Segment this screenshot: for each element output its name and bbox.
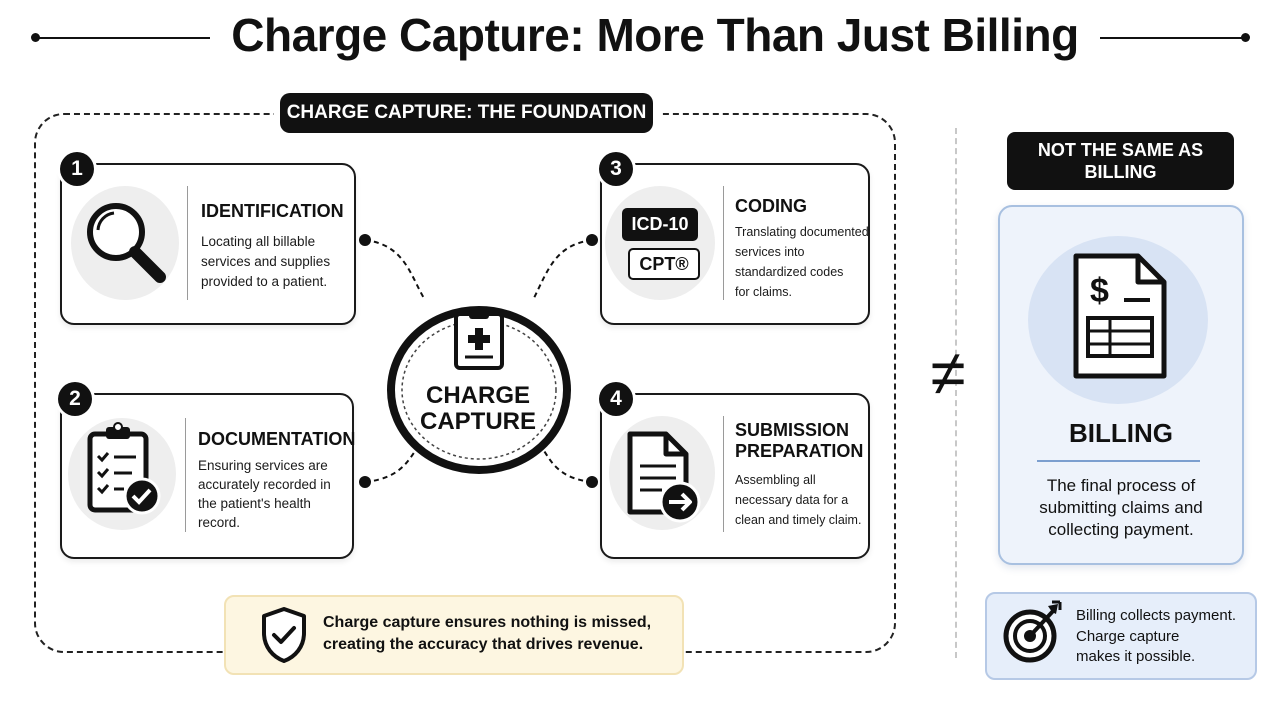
coding-desc-line: standardized codes xyxy=(735,265,844,279)
step-badge-4: 4 xyxy=(599,382,633,416)
bottom-note-text: Charge capture ensures nothing is missed… xyxy=(323,612,683,656)
identification-divider xyxy=(187,186,188,300)
coding-title: CODING xyxy=(735,196,807,216)
step-badge-1: 1 xyxy=(60,152,94,186)
coding-desc-line: for claims. xyxy=(735,285,792,299)
not-equal-symbol: ≠ xyxy=(930,337,966,409)
documentation-desc-line: record. xyxy=(198,515,241,530)
not-same-as-billing-label: NOT THE SAME AS BILLING xyxy=(1007,132,1234,190)
submission-title-line: SUBMISSION xyxy=(735,420,850,440)
charge-capture-label-line: CHARGE xyxy=(425,382,530,409)
coding-divider xyxy=(723,186,724,300)
billing-desc-line: submitting claims and xyxy=(1039,498,1203,517)
connector-identification xyxy=(364,239,426,301)
cpt-tag: CPT® xyxy=(628,248,700,280)
documentation-desc-line: the patient's health xyxy=(198,496,311,511)
billing-desc-line: collecting payment. xyxy=(1048,520,1194,539)
identification-desc-line: Locating all billable xyxy=(201,234,316,249)
bottom-note-line: Charge capture ensures nothing is missed… xyxy=(323,614,652,631)
submission-desc-line: clean and timely claim. xyxy=(735,513,862,527)
billing-note-line: makes it possible. xyxy=(1076,648,1196,665)
charge-capture-label: CHARGE CAPTURE xyxy=(395,383,561,435)
identification-desc-line: services and supplies xyxy=(201,254,331,269)
connector-dot-documentation xyxy=(359,476,371,488)
bottom-note-line: creating the accuracy that drives revenu… xyxy=(323,636,644,653)
billing-rule xyxy=(1037,460,1200,462)
foundation-label: CHARGE CAPTURE: THE FOUNDATION xyxy=(280,93,653,133)
documentation-divider xyxy=(185,418,186,532)
target-arrow-icon xyxy=(1003,600,1062,663)
connector-dot-identification xyxy=(359,234,371,246)
not-same-label-line: NOT THE SAME AS xyxy=(1037,140,1204,160)
billing-note-text: Billing collects payment. Charge capture… xyxy=(1076,606,1252,668)
icd10-tag: ICD-10 xyxy=(622,208,698,241)
vertical-divider xyxy=(955,128,957,658)
not-same-label-line: BILLING xyxy=(1084,162,1157,182)
documentation-desc-line: accurately recorded in xyxy=(198,477,331,492)
documentation-description: Ensuring services are accurately recorde… xyxy=(198,456,348,532)
title-rule-right xyxy=(1100,37,1246,39)
documentation-desc-line: Ensuring services are xyxy=(198,458,328,473)
step-badge-2: 2 xyxy=(58,382,92,416)
submission-title-line: PREPARATION xyxy=(735,441,864,461)
submission-description: Assembling all necessary data for a clea… xyxy=(735,470,869,530)
connector-dot-coding xyxy=(586,234,598,246)
step-badge-3: 3 xyxy=(599,152,633,186)
coding-desc-line: services into xyxy=(735,245,805,259)
medical-clipboard-icon xyxy=(454,309,504,370)
invoice-dollar-icon: $ xyxy=(1073,253,1167,379)
magnifying-glass-icon xyxy=(87,203,166,283)
connector-coding xyxy=(532,239,593,301)
identification-description: Locating all billable services and suppl… xyxy=(201,232,351,292)
billing-description: The final process of submitting claims a… xyxy=(1010,475,1232,541)
svg-text:$: $ xyxy=(1090,272,1109,310)
coding-icon-bg xyxy=(605,186,715,300)
page-title: Charge Capture: More Than Just Billing xyxy=(231,9,1079,61)
document-arrow-icon xyxy=(627,431,701,523)
billing-note-line: Charge capture xyxy=(1076,627,1180,645)
submission-title: SUBMISSION PREPARATION xyxy=(735,420,863,462)
title-dot-right xyxy=(1241,33,1250,42)
submission-divider xyxy=(723,416,724,532)
documentation-title: DOCUMENTATION xyxy=(198,429,356,449)
billing-note-line: Billing collects payment. xyxy=(1076,607,1237,624)
coding-desc-line: Translating documented xyxy=(735,225,869,239)
coding-description: Translating documented services into sta… xyxy=(735,222,869,302)
shield-check-icon xyxy=(262,607,306,663)
billing-desc-line: The final process of xyxy=(1046,476,1196,495)
charge-capture-label-line: CAPTURE xyxy=(419,408,536,435)
title-dot-left xyxy=(31,33,40,42)
billing-title: BILLING xyxy=(1069,418,1173,448)
connector-submission xyxy=(539,444,593,483)
identification-title: IDENTIFICATION xyxy=(201,201,344,221)
identification-desc-line: provided to a patient. xyxy=(201,274,328,289)
submission-desc-line: necessary data for a xyxy=(735,493,849,507)
title-rule-left xyxy=(34,37,210,39)
checklist-clipboard-icon xyxy=(87,422,161,515)
connector-dot-submission xyxy=(586,476,598,488)
submission-desc-line: Assembling all xyxy=(735,473,816,487)
